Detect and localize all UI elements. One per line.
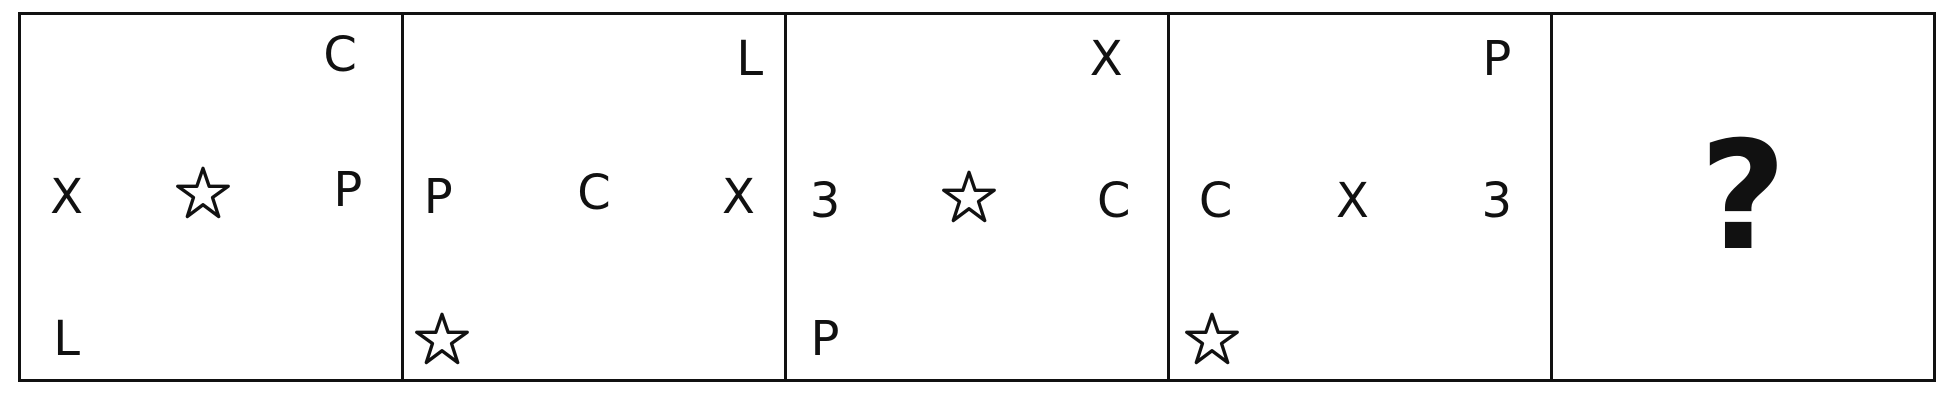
symbol-mid-left: P [423, 169, 453, 225]
puzzle-panel-answer: ? [1550, 15, 1933, 379]
symbol-top-right: C [323, 27, 357, 84]
symbol-top-right: P [1482, 30, 1512, 87]
puzzle-panel-1: C X P L [21, 15, 401, 379]
star-icon [1184, 311, 1240, 367]
symbol-mid-center: C [577, 165, 611, 222]
symbol-top-right: X [1089, 30, 1123, 87]
question-mark: ? [1699, 110, 1787, 284]
symbol-mid-left: 3 [809, 172, 841, 229]
symbol-bottom-left: L [53, 310, 80, 367]
star-icon [414, 311, 470, 367]
symbol-mid-right: C [1097, 172, 1131, 229]
symbol-mid-right: 3 [1481, 172, 1513, 229]
puzzle-strip: C X P L L P C X X 3 C P P C X 3 [18, 12, 1936, 382]
symbol-mid-left: C [1198, 172, 1233, 229]
symbol-mid-right: P [333, 161, 363, 218]
puzzle-panel-4: P C X 3 [1167, 15, 1550, 379]
star-icon [175, 165, 231, 221]
star-icon [941, 169, 997, 225]
symbol-mid-center: X [1335, 172, 1369, 229]
symbol-top-right: L [736, 30, 764, 87]
puzzle-panel-3: X 3 C P [784, 15, 1167, 379]
puzzle-panel-2: L P C X [401, 15, 784, 379]
symbol-bottom-left: P [810, 310, 840, 367]
symbol-mid-right: X [721, 169, 755, 225]
symbol-mid-left: X [50, 169, 84, 225]
